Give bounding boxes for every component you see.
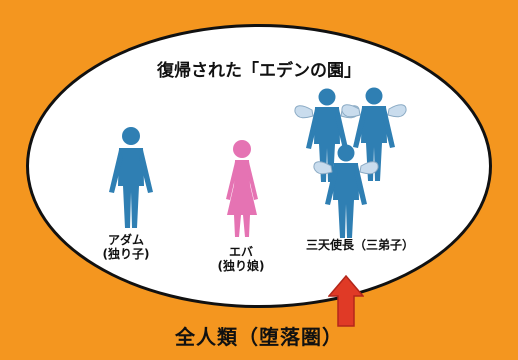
archangels-label: 三天使長（三弟子）: [305, 238, 414, 252]
up-arrow-icon: [328, 275, 364, 327]
archangel-figure-2: [341, 87, 407, 181]
eve-name: エバ: [228, 245, 253, 259]
mankind-label: 全人類（堕落圏）: [175, 325, 343, 349]
eve-note: (独り娘): [217, 258, 265, 273]
eve-label: エバ (独り娘): [201, 245, 281, 274]
adam-figure: [109, 127, 153, 228]
eden-ellipse: [26, 24, 492, 308]
adam-note: (独り子): [102, 246, 150, 261]
adam-label: アダム (独り子): [86, 233, 166, 262]
eden-title: 復帰された「エデンの園」: [157, 61, 361, 81]
eve-figure: [226, 140, 258, 237]
adam-name: アダム: [107, 233, 144, 247]
archangel-figure-3: [313, 144, 379, 238]
